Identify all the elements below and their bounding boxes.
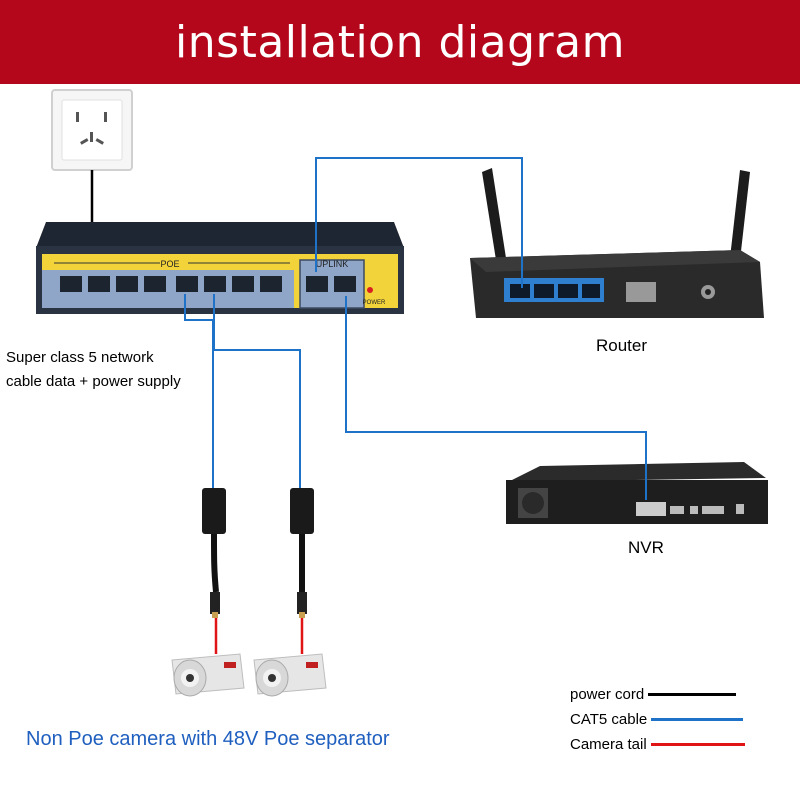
installation-diagram: POE UPLINK POWER [36,89,768,697]
cable-description-line-1: Super class 5 network [6,349,154,366]
legend-label: power cord [570,686,645,703]
poe-port-label: POE [160,259,179,269]
legend-item-power-cord: power cord [570,682,770,707]
router [470,168,764,318]
camera-caption: Non Poe camera with 48V Poe separator [26,728,390,750]
wall-socket-icon [51,89,133,171]
power-led-label: POWER [363,300,386,306]
camera-2-icon [253,653,327,697]
legend-item-cat5-cable: CAT5 cable [570,707,770,732]
uplink-to-router-cable [315,157,523,288]
uplink-port-label: UPLINK [316,259,349,269]
poe-separator-2-icon [290,488,314,618]
legend-label: CAT5 cable [570,711,648,728]
legend-label: Camera tail [570,736,647,753]
nvr-label: NVR [628,538,664,557]
poe-to-camera-2-cable [213,294,301,490]
cat5-cables [184,157,647,500]
cable-description-line-2: cable data + power supply [6,373,181,390]
cable-description: Super class 5 network cable data + power… [6,346,181,394]
poe-switch: POE UPLINK POWER [36,222,404,314]
legend-swatch [648,693,737,696]
uplink-to-nvr-cable [345,296,647,500]
poe-separator-1-icon [202,488,226,618]
legend-item-camera-tail: Camera tail [570,732,770,757]
page-title: installation diagram [175,16,625,68]
legend: power cord CAT5 cable Camera tail [570,682,770,757]
nvr [506,462,768,524]
router-label: Router [596,336,648,355]
camera-1-icon [171,653,245,697]
legend-swatch [651,718,744,721]
legend-swatch [650,743,745,746]
poe-to-camera-1-cable [184,294,214,490]
title-banner: installation diagram [0,0,800,84]
